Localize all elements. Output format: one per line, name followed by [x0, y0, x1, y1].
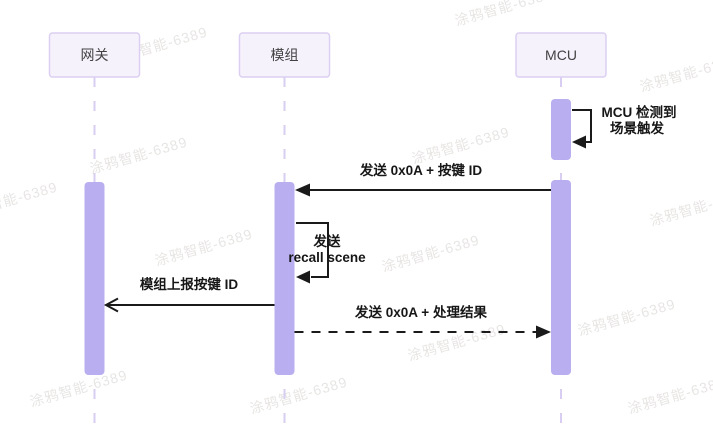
- watermark-text: 涂鸦智能-6389: [453, 0, 554, 29]
- message-label-line2: 场景触发: [610, 120, 664, 136]
- activation-bar-mcu-1: [551, 99, 571, 160]
- watermark-text: 涂鸦智能-6389: [88, 134, 189, 177]
- watermark-text: 涂鸦智能-6389: [0, 179, 59, 222]
- activation-bar-mcu-2: [551, 180, 571, 375]
- self-message-line: [572, 109, 592, 143]
- participant-mcu: MCU: [515, 32, 607, 78]
- watermark-text: 涂鸦智能-6389: [576, 296, 677, 339]
- message-label-line1: MCU 检测到: [602, 104, 677, 120]
- message-send-0x0a-result: 发送 0x0A + 处理结果: [294, 304, 551, 339]
- watermark-text: 涂鸦智能-6389: [626, 374, 713, 417]
- arrowhead-icon: [572, 135, 586, 149]
- participant-box: [238, 32, 331, 78]
- arrowhead-icon: [296, 270, 310, 284]
- watermark-text: 涂鸦智能-6389: [406, 321, 507, 364]
- participant-label: 模组: [271, 47, 299, 63]
- message-label: 模组上报按键 ID: [140, 276, 239, 292]
- self-message-line: [296, 222, 329, 278]
- participant-module: 模组: [238, 32, 331, 78]
- watermark-text: 涂鸦智能-6389: [28, 367, 129, 410]
- self-message-recall-scene: 发送 recall scene: [288, 222, 366, 284]
- message-label: 发送 0x0A + 处理结果: [354, 304, 487, 320]
- watermark-text: 涂鸦智能-6389: [153, 226, 254, 269]
- message-label: 发送 0x0A + 按键 ID: [359, 162, 482, 178]
- watermark-text: 涂鸦智能-6389: [248, 374, 349, 417]
- message-label-line2: recall scene: [288, 250, 366, 265]
- activation-bar-gateway: [84, 182, 105, 375]
- message-send-0x0a-key-id: 发送 0x0A + 按键 ID: [295, 162, 551, 197]
- arrowhead-icon: [103, 297, 119, 313]
- watermark-text: 涂鸦智能-6389: [380, 232, 481, 275]
- participant-box: [48, 32, 141, 78]
- arrowhead-icon: [536, 325, 551, 339]
- participant-label: 网关: [81, 47, 109, 63]
- participant-box: [515, 32, 607, 78]
- watermark-text: 涂鸦智能-6389: [410, 124, 511, 167]
- arrowhead-icon: [295, 183, 310, 197]
- participant-label: MCU: [545, 47, 577, 63]
- activation-bar-module: [274, 182, 295, 375]
- participant-gateway: 网关: [48, 32, 141, 78]
- watermark-text: 涂鸦智能-6389: [638, 52, 713, 95]
- watermark-text: 涂鸦智能-6389: [648, 186, 713, 229]
- message-label-line1: 发送: [313, 233, 341, 249]
- self-message-mcu-scene-trigger: MCU 检测到 场景触发: [572, 104, 677, 149]
- message-report-key-id: 模组上报按键 ID: [103, 276, 275, 313]
